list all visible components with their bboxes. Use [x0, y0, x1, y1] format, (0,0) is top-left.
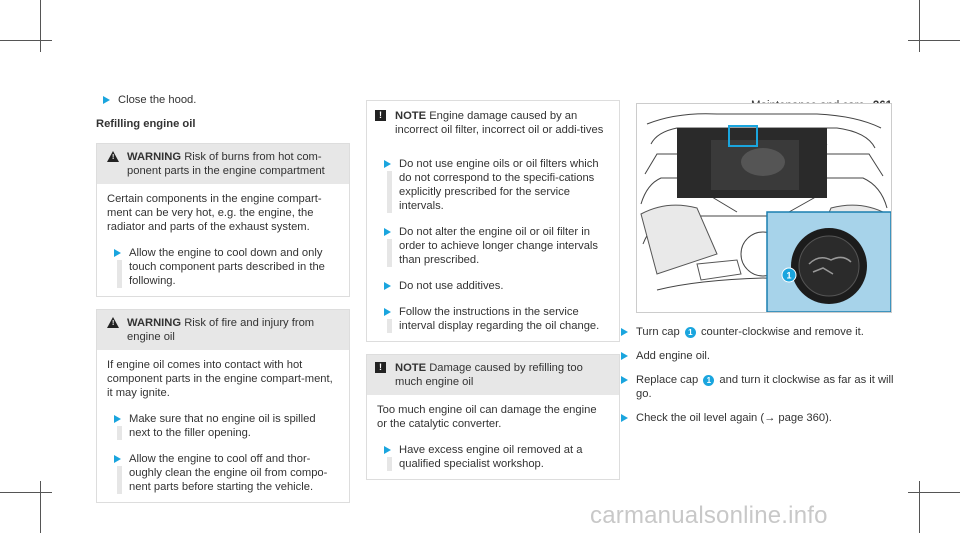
step-arrow-icon [114, 455, 121, 463]
watermark: carmanualsonline.info [590, 502, 828, 529]
step-arrow-icon [384, 446, 391, 454]
callout-label: 1 [786, 271, 791, 281]
instruction-step: Allow the engine to cool off and thor-ou… [107, 452, 339, 494]
note-exclamation-icon: ! [375, 362, 386, 373]
step-arrow-icon [384, 308, 391, 316]
instruction-step: Make sure that no engine oil is spilled … [107, 412, 339, 440]
instruction-step: Do not use engine oils or oil filters wh… [377, 157, 609, 213]
step-arrow-icon [621, 328, 628, 336]
step-text: Add engine oil. [636, 350, 711, 362]
step-text: Close the hood. [118, 94, 197, 106]
step-arrow-icon [621, 414, 628, 422]
warning-header: ! WARNING Risk of burns from hot com-pon… [97, 144, 349, 184]
warning-text: If engine oil comes into contact with ho… [107, 359, 333, 399]
instruction-step: Close the hood. [96, 93, 350, 107]
step-text: Make sure that no engine oil is spilled … [129, 413, 316, 439]
step-arrow-icon [621, 376, 628, 384]
warning-box: ! WARNING Risk of fire and injury from e… [96, 309, 350, 503]
step-bar [387, 171, 392, 213]
step-text: Do not alter the engine oil or oil filte… [399, 226, 599, 266]
instruction-step: Have excess engine oil removed at a qual… [377, 443, 609, 471]
instruction-step: Do not alter the engine oil or oil filte… [377, 225, 609, 267]
section-subheading: Refilling engine oil [96, 118, 196, 130]
column-1: Close the hood. Refilling engine oil ! W… [96, 93, 350, 503]
step-arrow-icon [384, 282, 391, 290]
instruction-step: Allow the engine to cool down and only t… [107, 246, 339, 288]
step-text: counter-clockwise and remove it. [700, 326, 864, 338]
crop-mark [0, 492, 52, 493]
engine-compartment-figure: 1 [636, 103, 892, 313]
note-label: NOTE [395, 362, 427, 374]
step-text: Replace cap [636, 374, 699, 386]
note-body: Do not use engine oils or oil filters wh… [367, 157, 619, 341]
reference-arrow-icon: → [764, 412, 776, 424]
note-header: ! NOTE Damage caused by refilling too mu… [367, 355, 619, 395]
step-arrow-icon [384, 228, 391, 236]
step-text: Check the oil level again ( [636, 412, 765, 424]
warning-header: ! WARNING Risk of fire and injury from e… [97, 310, 349, 350]
note-body: Too much engine oil can damage the engin… [367, 395, 619, 479]
page-reference-link[interactable]: page 360 [778, 412, 826, 424]
warning-body: Certain components in the engine compart… [97, 184, 349, 296]
step-arrow-icon [114, 415, 121, 423]
note-title: Engine damage caused by an incorrect oil… [395, 110, 604, 136]
step-bar [387, 319, 392, 333]
step-bar [117, 260, 122, 288]
callout-number-icon [781, 267, 797, 283]
crop-mark [0, 40, 52, 41]
instruction-step: Replace cap 1 and turn it clockwise as f… [614, 373, 894, 401]
step-bar [117, 466, 122, 494]
crop-mark [908, 40, 960, 41]
step-bar [117, 426, 122, 440]
warning-label: WARNING [127, 317, 182, 329]
warning-text: Certain components in the engine compart… [107, 193, 322, 233]
step-text: Do not use additives. [399, 280, 504, 292]
step-bar [387, 457, 392, 471]
warning-triangle-icon: ! [107, 317, 119, 328]
step-text: ). [825, 412, 832, 424]
engine-illustration: 1 [640, 113, 891, 312]
callout-number-icon: 1 [684, 326, 696, 338]
step-text: Allow the engine to cool down and only t… [129, 247, 325, 287]
step-text: Allow the engine to cool off and thor-ou… [129, 453, 328, 493]
warning-triangle-icon: ! [107, 151, 119, 162]
oil-cap-highlight [728, 125, 758, 147]
warning-label: WARNING [127, 151, 182, 163]
step-text: and turn it clockwise as far as it will … [636, 374, 894, 400]
warning-title: Risk of burns from hot com-ponent parts … [127, 151, 325, 177]
instruction-step: Turn cap 1 counter-clockwise and remove … [614, 325, 894, 339]
step-arrow-icon [114, 249, 121, 257]
step-arrow-icon [384, 160, 391, 168]
note-label: NOTE [395, 110, 427, 122]
warning-body: If engine oil comes into contact with ho… [97, 350, 349, 502]
crop-mark [40, 481, 41, 533]
instruction-step: Add engine oil. [614, 349, 894, 363]
note-header: ! NOTE Engine damage caused by an incorr… [367, 101, 619, 145]
step-text: Have excess engine oil removed at a qual… [399, 444, 583, 470]
callout-number-icon: 1 [703, 374, 715, 386]
step-text: Do not use engine oils or oil filters wh… [399, 158, 599, 212]
warning-title: Risk of fire and injury from engine oil [127, 317, 315, 343]
crop-mark [40, 0, 41, 52]
step-bar [387, 239, 392, 267]
note-box: ! NOTE Engine damage caused by an incorr… [366, 100, 620, 342]
note-box: ! NOTE Damage caused by refilling too mu… [366, 354, 620, 480]
instruction-step: Do not use additives. [377, 279, 609, 293]
step-arrow-icon [621, 352, 628, 360]
warning-box: ! WARNING Risk of burns from hot com-pon… [96, 143, 350, 297]
note-exclamation-icon: ! [375, 110, 386, 121]
step-text: Follow the instructions in the service i… [399, 306, 600, 332]
note-title: Damage caused by refilling too much engi… [395, 362, 583, 388]
column-2: ! NOTE Engine damage caused by an incorr… [366, 100, 620, 480]
step-text: Turn cap [636, 326, 680, 338]
column-3: Turn cap 1 counter-clockwise and remove … [614, 325, 894, 435]
step-arrow-icon [103, 96, 110, 104]
note-text: Too much engine oil can damage the engin… [377, 404, 597, 430]
crop-mark [919, 481, 920, 533]
instruction-step: Follow the instructions in the service i… [377, 305, 609, 333]
crop-mark [919, 0, 920, 52]
crop-mark [908, 492, 960, 493]
instruction-step: Check the oil level again (→ page 360). [614, 411, 894, 425]
